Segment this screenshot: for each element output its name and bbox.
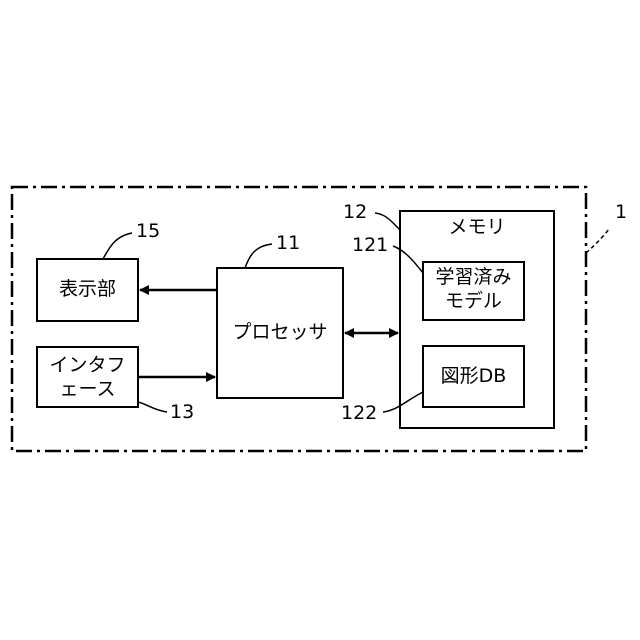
trained-model-label: 学習済み モデル: [423, 266, 524, 314]
ref-leader-1: [586, 228, 610, 253]
ref-leader-12: [375, 213, 400, 230]
interface-label-line1: インタフ: [37, 354, 138, 378]
ref-num-122: 122: [341, 404, 377, 423]
ref-leader-121: [393, 246, 423, 273]
trained-model-label-line1: 学習済み: [423, 266, 524, 290]
ref-leader-15: [103, 233, 132, 259]
interface-label: インタフ ェース: [37, 354, 138, 402]
interface-label-line2: ェース: [37, 378, 138, 402]
display-label: 表示部: [37, 278, 138, 302]
ref-num-11: 11: [276, 234, 300, 253]
ref-num-15: 15: [136, 222, 160, 241]
processor-label: プロセッサ: [217, 321, 343, 345]
ref-leader-11: [245, 244, 272, 268]
ref-num-13: 13: [170, 403, 194, 422]
ref-num-121: 121: [352, 236, 388, 255]
shape-db-label: 図形DB: [423, 365, 524, 389]
ref-leader-122: [383, 392, 423, 412]
memory-label: メモリ: [400, 216, 554, 240]
ref-leader-13: [138, 402, 167, 412]
ref-num-12: 12: [343, 203, 367, 222]
ref-num-1: 1: [615, 203, 627, 222]
trained-model-label-line2: モデル: [423, 290, 524, 314]
